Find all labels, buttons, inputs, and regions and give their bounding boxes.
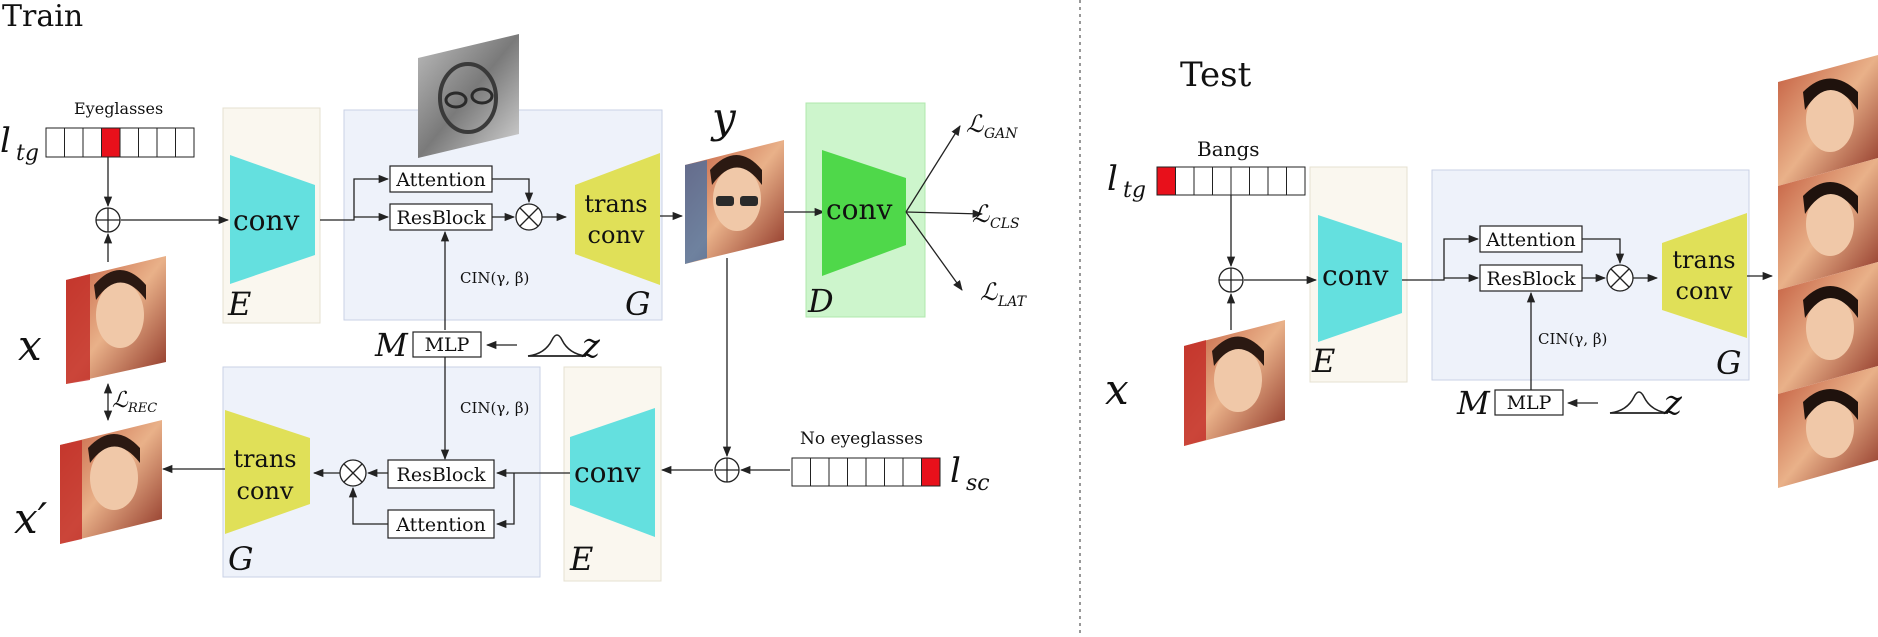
svg-text:ℒ: ℒ: [972, 200, 990, 228]
test-encoder-label: E: [1311, 342, 1335, 380]
test-encoder-conv-label: conv: [1322, 259, 1389, 292]
svg-text:ℒ: ℒ: [980, 278, 998, 306]
discriminator-label: D: [807, 282, 834, 320]
test-mlp-block: [1494, 389, 1564, 416]
trans-conv-top-line1: trans: [584, 190, 647, 218]
ltg-vector: [45, 127, 195, 158]
reconstructed-face: [60, 420, 162, 544]
generator-label-bottom: G: [228, 540, 254, 578]
lsc-symbol: l sc: [950, 451, 990, 496]
encoder-conv-bottom-label: conv: [574, 456, 641, 489]
resblock-bottom-label: ResBlock: [397, 464, 486, 486]
concat-op-bottom: [714, 457, 740, 483]
test-input-face: [1184, 320, 1285, 446]
resblock-bottom: [387, 459, 495, 489]
test-gaussian-noise-icon: [1609, 391, 1669, 414]
lsc-caption: No eyeglasses: [800, 429, 923, 449]
svg-text:sc: sc: [966, 471, 990, 496]
attention-block-top-label: Attention: [395, 169, 486, 191]
test-cin-label: CIN(γ, β): [1538, 330, 1607, 348]
m-label: M: [374, 326, 409, 364]
generator-label-top: G: [625, 285, 651, 323]
trans-conv-bottom: [225, 410, 310, 534]
cin-label-top: CIN(γ, β): [460, 269, 529, 287]
test-title: Test: [1180, 55, 1252, 95]
encoder-conv-top: [230, 155, 315, 284]
mlp-block: [412, 331, 482, 358]
discriminator-conv: [822, 150, 906, 276]
svg-text:LAT: LAT: [997, 294, 1028, 310]
trans-conv-bottom-line1: trans: [233, 445, 296, 473]
test-m-label: M: [1456, 384, 1491, 422]
loss-cls: ℒ CLS: [972, 200, 1020, 232]
loss-gan: ℒ GAN: [966, 110, 1018, 142]
svg-text:l: l: [1107, 159, 1118, 199]
input-face-x: [66, 256, 166, 384]
svg-text:REC: REC: [127, 401, 157, 416]
encoder-conv-bottom: [570, 408, 655, 537]
trans-conv-top-line2: conv: [588, 221, 645, 249]
test-z-label: z: [1663, 383, 1683, 423]
cin-label-bottom: CIN(γ, β): [460, 399, 529, 417]
test-output-face-stack: [1778, 55, 1878, 488]
svg-text:tg: tg: [1123, 178, 1146, 203]
svg-text:l: l: [950, 451, 961, 491]
test-ltg-symbol: l tg: [1107, 159, 1146, 203]
xprime-label: x′: [14, 494, 48, 543]
output-face-y: [685, 140, 784, 264]
loss-lat: ℒ LAT: [980, 278, 1028, 310]
trans-conv-bottom-line2: conv: [237, 477, 294, 505]
svg-text:ℒ: ℒ: [966, 110, 984, 138]
x-label: x: [18, 321, 42, 370]
discriminator-conv-label: conv: [826, 193, 893, 226]
svg-text:l: l: [0, 121, 11, 161]
encoder-label-bottom: E: [569, 540, 593, 578]
svg-text:ℒ: ℒ: [112, 388, 129, 413]
test-trans-conv-line2: conv: [1676, 277, 1733, 305]
svg-text:tg: tg: [16, 141, 39, 166]
multiply-op-top: [515, 203, 543, 231]
encoder-label-top: E: [227, 285, 251, 323]
test-generator-label: G: [1716, 344, 1742, 382]
trans-conv-top: [575, 153, 660, 285]
test-x-label: x: [1105, 365, 1129, 414]
mlp-block-label: MLP: [425, 334, 470, 356]
test-multiply-op: [1606, 264, 1634, 292]
resblock-top-label: ResBlock: [397, 207, 486, 229]
ltg-caption: Eyeglasses: [74, 99, 163, 118]
ltg-symbol: l tg: [0, 121, 39, 166]
lsc-vector: [791, 457, 941, 487]
loss-rec: ℒ REC: [112, 388, 157, 416]
test-resblock-label: ResBlock: [1487, 268, 1576, 290]
test-attention-block-label: Attention: [1485, 229, 1576, 251]
attention-map-image: [418, 34, 519, 158]
test-mlp-block-label: MLP: [1507, 392, 1552, 414]
test-ltg-vector: [1156, 166, 1306, 196]
test-trans-conv-line1: trans: [1672, 246, 1735, 274]
svg-text:GAN: GAN: [984, 126, 1018, 142]
test-ltg-caption: Bangs: [1197, 137, 1260, 161]
y-label: y: [710, 93, 737, 142]
test-concat-op: [1218, 267, 1244, 293]
train-title: Train: [2, 0, 83, 34]
multiply-op-bottom: [339, 459, 367, 487]
test-trans-conv: [1662, 213, 1747, 338]
test-encoder-conv: [1318, 215, 1402, 342]
gaussian-noise-icon: [527, 334, 587, 357]
svg-text:CLS: CLS: [990, 216, 1020, 232]
concat-op-top: [95, 207, 121, 233]
attention-block-bottom-label: Attention: [395, 514, 486, 536]
z-label: z: [581, 326, 601, 366]
attention-block-top: [389, 165, 493, 193]
encoder-conv-top-label: conv: [233, 204, 300, 237]
